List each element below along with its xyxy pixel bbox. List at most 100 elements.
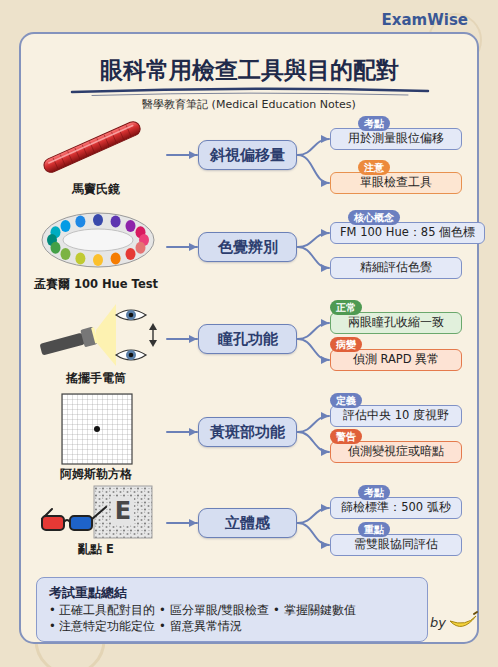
point-box: 考點用於測量眼位偏移 (330, 128, 462, 150)
maddox-rod (49, 126, 133, 163)
tag-label: 考點 (358, 485, 390, 500)
hue-test-tray (93, 214, 103, 226)
swing-arrow (149, 323, 157, 347)
connector-arrow (167, 246, 197, 248)
point-text: 偵測變視症或暗點 (348, 445, 444, 459)
tool-illustration: 亂點 E (26, 481, 166, 556)
flashlight (39, 304, 116, 366)
hue-test-tray (42, 213, 154, 267)
summary-line: • 注意特定功能定位 • 留意異常情況 (49, 618, 415, 634)
swing-arrow (149, 340, 157, 347)
tool-caption: 馬竇氏鏡 (72, 182, 120, 196)
flashlight (39, 326, 99, 358)
function-box: 斜視偏移量 (198, 140, 297, 170)
function-label: 斜視偏移量 (210, 146, 285, 164)
maddox-rod (42, 119, 143, 174)
tag-label: 考點 (358, 116, 390, 131)
function-label: 立體感 (225, 514, 270, 532)
summary-box: 考試重點總結• 正確工具配對目的 • 區分單眼/雙眼檢查 • 掌握關鍵數值• 注… (36, 577, 428, 642)
connector-arrow (298, 339, 329, 360)
function-label: 色覺辨別 (218, 238, 278, 256)
connector-group (167, 139, 329, 545)
connector-arrow (298, 432, 329, 452)
eye-icon (116, 310, 146, 320)
hue-test-tray (111, 216, 121, 228)
hue-test-tray (51, 242, 61, 254)
hue-test-tray (42, 213, 154, 267)
connector-arrow (298, 523, 329, 545)
connector-arrow (298, 233, 329, 247)
tool-illustration: 搖擺手電筒 (26, 297, 166, 385)
anaglyph-glasses (42, 516, 64, 530)
connector-arrow (298, 247, 329, 268)
eye-icon (129, 313, 134, 318)
tag-label: 注意 (358, 160, 390, 175)
function-box: 立體感 (198, 508, 297, 538)
hue-test-tray (75, 253, 85, 265)
connector-arrow (167, 431, 197, 433)
tag-label: 核心概念 (348, 210, 400, 225)
maddox-rod (42, 119, 143, 174)
connector-arrow (167, 338, 197, 340)
subtitle-text: 醫學教育筆記 (Medical Education Notes) (0, 98, 498, 111)
eye-icon (129, 353, 134, 358)
point-box: 精細評估色覺 (330, 257, 462, 279)
flashlight (80, 327, 97, 348)
point-text: 單眼檢查工具 (360, 176, 432, 190)
brand-logo: ExamWise (382, 11, 468, 29)
function-box: 黃斑部功能 (198, 417, 297, 447)
connector-arrow (298, 155, 329, 183)
point-text: 評估中央 10 度視野 (343, 409, 449, 423)
banana-icon (450, 612, 477, 626)
hue-test-tray (93, 254, 103, 266)
flashlight (39, 333, 85, 356)
hue-test-tray (61, 220, 71, 232)
point-box: 重點需雙眼協同評估 (330, 534, 462, 556)
flashlight (91, 327, 98, 343)
tag-label: 警告 (330, 429, 362, 444)
random-dot-card (94, 486, 152, 538)
point-box: 警告偵測變視症或暗點 (330, 441, 462, 463)
connector-arrow (167, 522, 197, 524)
stereo-letter: E (112, 497, 134, 526)
connector-arrow (298, 416, 329, 432)
tool-illustration: 阿姆斯勒方格 (26, 390, 166, 481)
title-underline (92, 93, 408, 95)
point-box: 定義評估中央 10 度視野 (330, 405, 462, 427)
connector-arrow (298, 323, 329, 339)
banana-icon (450, 616, 476, 626)
amsler-grid (94, 426, 100, 432)
point-box: 注意單眼檢查工具 (330, 172, 462, 194)
tool-caption: 阿姆斯勒方格 (60, 467, 132, 481)
random-dot-card (94, 486, 152, 538)
point-text: 需雙眼協同評估 (354, 538, 438, 552)
banana-icon (474, 612, 477, 614)
title-text: 眼科常用檢查工具與目的配對 (0, 55, 498, 85)
swing-arrow (149, 323, 157, 330)
anaglyph-glasses (42, 507, 106, 530)
page-panel (20, 33, 478, 643)
flashlight (96, 304, 116, 366)
tool-illustration: 孟賽爾 100 Hue Test (26, 205, 166, 291)
connector-arrow (298, 508, 329, 523)
anaglyph-glasses (64, 520, 70, 522)
connector-arrow (167, 154, 197, 156)
hue-test-tray (61, 248, 71, 260)
tool-caption: 亂點 E (78, 542, 114, 556)
eye-icon (126, 310, 136, 320)
tag-label: 定義 (330, 393, 362, 408)
point-text: FM 100 Hue：85 個色標 (340, 226, 475, 240)
hue-test-tray (111, 253, 121, 265)
point-text: 偵測 RAPD 異常 (353, 353, 440, 367)
hue-test-tray (63, 229, 133, 251)
eye-icon (116, 310, 146, 360)
swing-arrow (152, 328, 153, 342)
point-text: 篩檢標準：500 弧秒 (341, 501, 451, 515)
hue-test-tray (126, 248, 136, 260)
hue-test-tray (136, 242, 146, 254)
tag-label: 重點 (358, 522, 390, 537)
summary-heading: 考試重點總結 (49, 584, 415, 601)
tool-illustration: 馬竇氏鏡 (26, 113, 166, 196)
point-box: 正常兩眼瞳孔收縮一致 (330, 312, 462, 334)
